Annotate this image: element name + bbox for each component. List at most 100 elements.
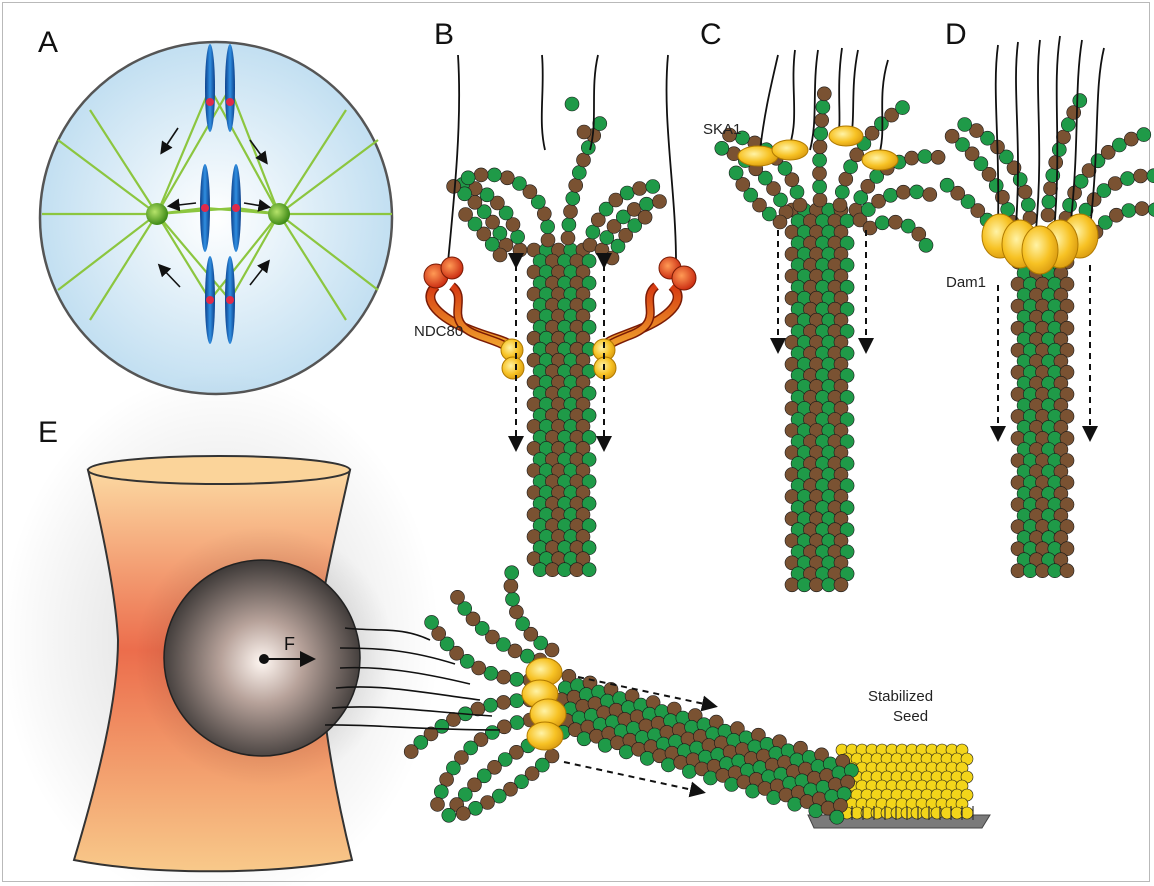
tubulin-subunit	[923, 188, 937, 202]
force-label: F	[284, 634, 295, 654]
tubulin-subunit	[640, 197, 654, 211]
tubulin-subunit	[1122, 204, 1136, 218]
tubulin-subunit	[793, 198, 807, 212]
dam1-ring-e	[522, 658, 566, 750]
tubulin-subunit	[896, 185, 910, 199]
tubulin-subunit	[958, 118, 972, 132]
tubulin-subunit	[682, 765, 696, 779]
tubulin-subunit	[505, 566, 519, 580]
tubulin-subunit	[1044, 182, 1058, 196]
tubulin-subunit	[729, 166, 743, 180]
tubulin-subunit	[813, 140, 827, 154]
tubulin-subunit	[510, 694, 524, 708]
dam1-ring	[982, 214, 1098, 274]
tubulin-subunit	[572, 166, 586, 180]
tubulin-subunit	[790, 185, 804, 199]
microtubule-d	[940, 94, 1154, 578]
tubulin-subunit	[541, 233, 555, 247]
tubulin-subunit	[509, 605, 523, 619]
tubulin-subunit	[919, 238, 933, 252]
tubulin-subunit	[500, 171, 514, 185]
tubulin-subunit	[541, 220, 555, 234]
tubulin-subunit	[565, 97, 579, 111]
tubulin-subunit	[434, 785, 448, 799]
cell-outline	[40, 42, 392, 394]
tubulin-subunit	[1021, 198, 1035, 212]
tubulin-subunit	[884, 188, 898, 202]
panel-a-label: A	[38, 26, 58, 59]
tubulin-subunit	[725, 778, 739, 792]
tubulin-subunit	[487, 168, 501, 182]
tubulin-subunit	[451, 590, 465, 604]
tubulin-subunit	[661, 758, 675, 772]
tubulin-subunit	[459, 208, 473, 222]
tubulin-subunit	[815, 113, 829, 127]
tubulin-subunit	[945, 129, 959, 143]
panel-c-label: C	[700, 18, 722, 51]
tubulin-subunit	[940, 178, 954, 192]
tubulin-subunit	[1137, 128, 1151, 142]
tubulin-subunit	[474, 168, 488, 182]
tubulin-subunit	[558, 563, 572, 577]
tubulin-subunit	[1041, 208, 1055, 222]
tubulin-subunit	[1148, 203, 1154, 217]
kinetochore	[232, 204, 240, 212]
tubulin-subunit	[533, 563, 547, 577]
ndc80-complex-left	[424, 257, 524, 379]
panel-d: D Dam1	[940, 18, 1154, 578]
tubulin-subunit	[816, 100, 830, 114]
tubulin-subunit	[834, 578, 848, 592]
microtubule-e	[404, 566, 858, 825]
tubulin-subunit	[817, 87, 831, 101]
tubulin-subunit	[511, 230, 525, 244]
tubulin-subunit	[918, 150, 932, 164]
centrosome-right	[268, 203, 290, 225]
tubulin-subunit	[1135, 202, 1149, 216]
tubulin-subunit	[835, 185, 849, 199]
tubulin-subunit	[1121, 172, 1135, 186]
tubulin-subunit	[646, 180, 660, 194]
ska1-label: SKA1	[703, 121, 741, 138]
tubulin-subunit	[910, 185, 924, 199]
tubulin-subunit	[640, 751, 654, 765]
tubulin-subunit	[561, 231, 575, 245]
seed-label-line1: Stabilized	[868, 688, 933, 705]
tubulin-subunit	[562, 218, 576, 232]
centrosome-left	[146, 203, 168, 225]
tubulin-subunit	[1109, 208, 1123, 222]
trap-top-ellipse	[88, 456, 350, 484]
tubulin-subunit	[577, 732, 591, 746]
seed-subunit	[961, 807, 973, 819]
seed-label-line2: Seed	[893, 708, 928, 725]
tubulin-subunit	[813, 180, 827, 194]
tubulin-subunit	[564, 205, 578, 219]
tubulin-subunit	[619, 745, 633, 759]
kinetochore	[226, 296, 234, 304]
tubulin-subunit	[431, 797, 445, 811]
tubulin-subunit	[620, 186, 634, 200]
tubulin-subunit	[577, 125, 591, 139]
tubulin-subunit	[839, 172, 853, 186]
tubulin-subunit	[497, 670, 511, 684]
panel-e-label: E	[38, 416, 58, 449]
tubulin-subunit	[813, 193, 827, 207]
tubulin-subunit	[440, 773, 454, 787]
tubulin-subunit	[1073, 94, 1087, 108]
tubulin-subunit	[813, 166, 827, 180]
tubulin-subunit	[510, 672, 524, 686]
tubulin-subunit	[577, 153, 591, 167]
tubulin-subunit	[889, 215, 903, 229]
tubulin-subunit	[1147, 169, 1154, 183]
chromatid	[205, 44, 215, 132]
tubulin-subunit	[484, 698, 498, 712]
tubulin-subunit	[833, 198, 847, 212]
panel-d-label: D	[945, 18, 967, 51]
tubulin-subunit	[931, 150, 945, 164]
tubulin-subunit	[1042, 195, 1056, 209]
tubulin-subunit	[461, 171, 475, 185]
tubulin-subunit	[1057, 130, 1071, 144]
ndc80-complex-right	[593, 257, 696, 379]
tubulin-subunit	[497, 695, 511, 709]
tubulin-subunit	[767, 791, 781, 805]
